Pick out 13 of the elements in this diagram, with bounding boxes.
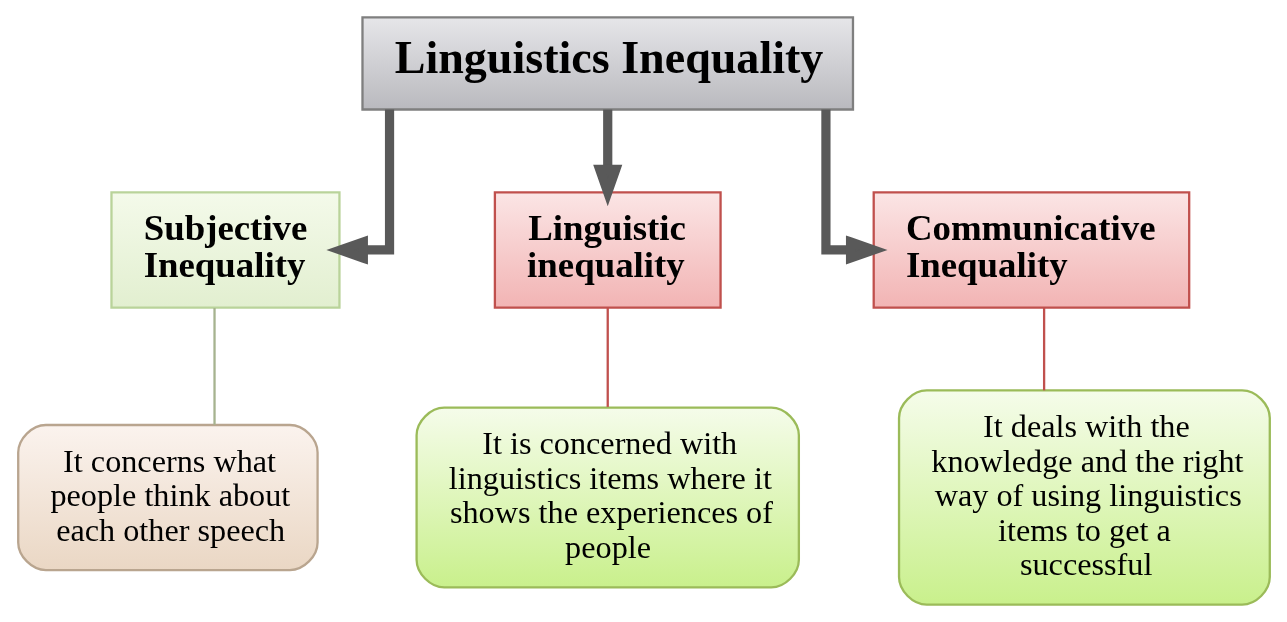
connector (212, 308, 216, 425)
connector (606, 308, 609, 407)
arrow (325, 109, 394, 265)
node-box: It deals with the knowledge and the right way of using linguistics items to get a successful (897, 389, 1271, 606)
node-box: Communicative Inequality (872, 191, 1190, 309)
arrow (820, 109, 888, 265)
node-box: Linguistics Inequality (360, 16, 854, 111)
node-box: It concerns what people think about each other speech (16, 423, 319, 572)
connector (1042, 308, 1045, 391)
node-box: Subjective Inequality (109, 191, 341, 309)
node-box: Linguistic inequality (493, 191, 722, 309)
arrow (592, 109, 622, 207)
node-box: It is concerned with linguistics items where it shows the experiences of people (414, 406, 800, 589)
